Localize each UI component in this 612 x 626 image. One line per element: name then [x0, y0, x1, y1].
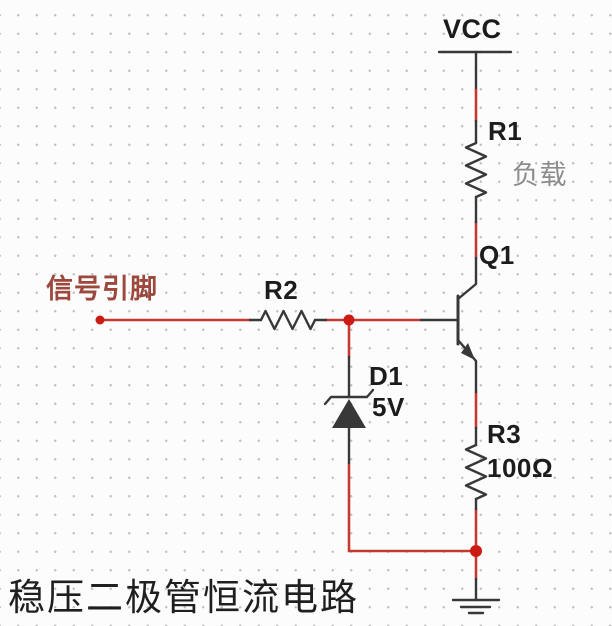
r3-ref-label: R3 — [487, 419, 522, 449]
signal-terminal-dot — [95, 315, 105, 325]
d1-zener-diode-symbol — [323, 355, 375, 465]
r1-load-note: 负载 — [512, 160, 567, 190]
wire-d1-to-ground-junction — [347, 461, 473, 553]
q1-emitter-arrow — [461, 343, 475, 360]
r3-value-label: 100Ω — [487, 453, 554, 483]
diagram-title: 稳压二极管恒流电路 — [8, 578, 359, 619]
r2-resistor-symbol — [248, 309, 328, 331]
base-junction-dot — [343, 314, 355, 326]
q1-ref-label: Q1 — [479, 240, 515, 270]
q1-transistor-symbol — [419, 256, 478, 394]
vcc-label: VCC — [443, 14, 502, 44]
signal-pin-label: 信号引脚 — [46, 274, 158, 304]
d1-anode-triangle — [332, 399, 366, 428]
ground-symbol — [451, 577, 501, 615]
r2-ref-label: R2 — [264, 275, 299, 305]
r1-resistor-symbol — [464, 119, 488, 224]
ground-junction-dot — [470, 545, 482, 557]
r3-resistor-symbol — [464, 426, 488, 511]
d1-value-label: 5V — [372, 392, 405, 422]
r1-ref-label: R1 — [488, 116, 523, 146]
d1-ref-label: D1 — [369, 361, 404, 391]
vcc-rail-symbol — [437, 50, 513, 92]
